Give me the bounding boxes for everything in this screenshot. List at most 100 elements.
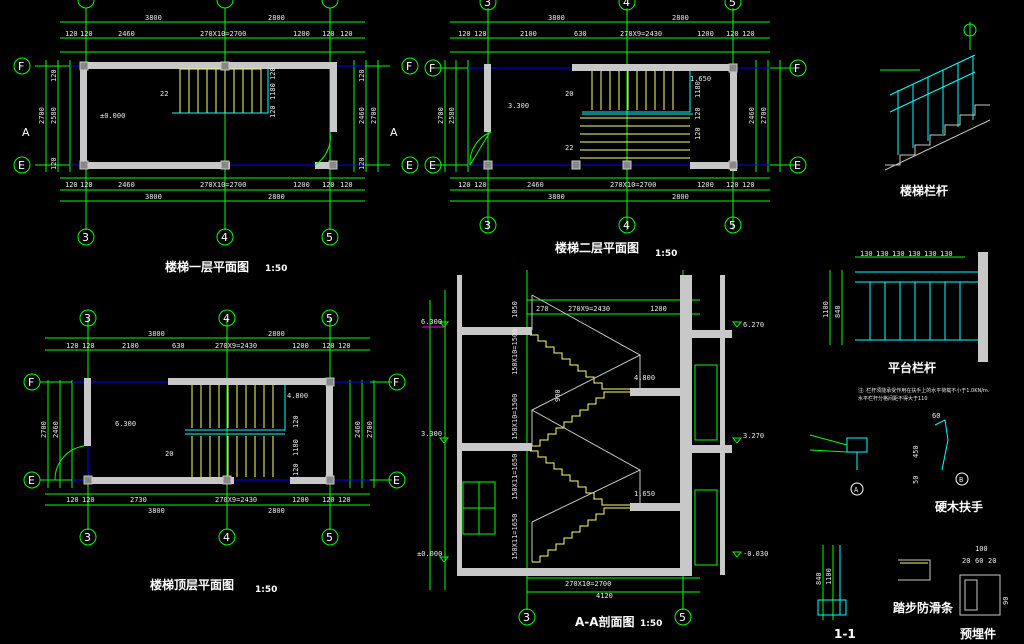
- plan3-axis-5-top-label: 5: [326, 312, 333, 325]
- section-dim-bot-1: 270X10=2700: [565, 580, 611, 588]
- section-level-right-1: 6.270: [743, 321, 764, 329]
- plan1-section-mark-right: A: [390, 126, 398, 139]
- plan2-dim-top-1: 120: [458, 30, 471, 38]
- plan1-dim-right-2: 120: [358, 157, 366, 170]
- plan3-dim-top-1: 120: [66, 342, 79, 350]
- section-title: A-A剖面图: [575, 614, 635, 629]
- plan2-dim-bot-4: 270X10=2700: [610, 181, 656, 189]
- plan2-axis-F-left-bubble: [424, 59, 442, 77]
- plan1-dim-top-total-1: 3800: [145, 14, 162, 22]
- stair-rail-detail: [880, 22, 991, 171]
- plan1-axis-E-right-label: E: [406, 159, 413, 172]
- plan1-dim-right-inner: 2460: [358, 107, 366, 124]
- section-dim-top-2: 270X9=2430: [568, 305, 610, 313]
- section-dim-bot-2: 4120: [596, 592, 613, 600]
- plan2-axis-3-bubble: [479, 216, 497, 234]
- plan3-dim-bot-4: 270X9=2430: [215, 496, 257, 504]
- plan3-dim-top-7: 120: [322, 342, 335, 350]
- plan3-axis-E-label: E: [28, 474, 35, 487]
- plan1-dim-top-3: 2460: [118, 30, 135, 38]
- platform-height-2: 840: [834, 305, 842, 318]
- handrail-title: 硬木扶手: [935, 499, 983, 514]
- plan1-dim-left-2: 120: [50, 157, 58, 170]
- plan2-scale: 1:50: [655, 249, 677, 259]
- plan2-dim-top-3: 2100: [520, 30, 537, 38]
- section-axis-5-label: 5: [679, 611, 686, 624]
- plan1-dim-top-7: 120: [340, 30, 353, 38]
- plan3-dim-bot-1: 120: [66, 496, 79, 504]
- plan1-dim-right-1: 120: [358, 69, 366, 82]
- plan1-dim-bot-2: 120: [80, 181, 93, 189]
- platform-dim-4: 130: [908, 250, 921, 258]
- marker-b-label: B: [959, 476, 963, 484]
- plan1-axis-3-top-bubble: [77, 0, 95, 9]
- plan2-axis-5-label: 5: [729, 219, 736, 232]
- section-dim-left-3: 150X10=1500: [511, 394, 519, 440]
- plan2-dim-bot-5: 1200: [697, 181, 714, 189]
- plan3-dim-bot-total-2: 2800: [268, 507, 285, 515]
- plan2-dim-bot-total-1: 3800: [548, 193, 565, 201]
- plan3-dim-top-5: 270X9=2430: [215, 342, 257, 350]
- section-dim-left-2: 150X10=1500: [511, 329, 519, 375]
- plan3-stair-inner-3: 120: [292, 463, 300, 476]
- plan1-dim-top-5: 1200: [293, 30, 310, 38]
- plan2-axis-5-bubble: [724, 216, 742, 234]
- plan2-dim-bot-2: 120: [474, 181, 487, 189]
- plan3-dim-top-8: 120: [338, 342, 351, 350]
- section-level-mid-1: 4.800: [634, 374, 655, 382]
- plan1-dim-bot-4: 270X10=2700: [200, 181, 246, 189]
- platform-rail-title: 平台栏杆: [888, 360, 936, 375]
- plan3-stair-inner-1: 120: [292, 415, 300, 428]
- plan3-dim-left-total: 2700: [40, 421, 48, 438]
- embed-dim-5: 90: [1002, 597, 1010, 605]
- platform-dim-5: 130: [924, 250, 937, 258]
- section-level-left-2: 3.300: [421, 430, 442, 438]
- section-dim-left-5: 150X11=1650: [511, 514, 519, 560]
- plan2-dim-bot-1: 120: [458, 181, 471, 189]
- plan3-level: 6.300: [115, 420, 136, 428]
- section-11-detail: [817, 545, 847, 620]
- marker-a-label: A: [854, 486, 859, 494]
- plan2-stair-inner-2: 120: [694, 107, 702, 120]
- plan3-dim-bot-3: 2730: [130, 496, 147, 504]
- plan2-axis-3-top-bubble: [479, 0, 497, 11]
- embed-title: 预埋件: [960, 626, 996, 641]
- embed-dim-3: 60: [975, 557, 983, 565]
- plan3-dim-left-inner: 2460: [52, 421, 60, 438]
- plan1-axis-4-bubble: [216, 228, 234, 246]
- plan1-axis-3-bubble: [77, 228, 95, 246]
- plan2-dim-bot-3: 2460: [527, 181, 544, 189]
- plan1-section-mark-left: A: [22, 126, 30, 139]
- plan3-dim-top-total-1: 3800: [148, 330, 165, 338]
- plan2-dim-bot-6: 120: [726, 181, 739, 189]
- plan3-axis-F-right-label: F: [393, 376, 399, 389]
- plan3-axis-F-left-bubble: [23, 373, 41, 391]
- plan1-dim-left-total: 2700: [38, 107, 46, 124]
- plan1-dim-bot-6: 120: [322, 181, 335, 189]
- plan1-dim-top-2: 120: [80, 30, 93, 38]
- plan2-dim-top-total-2: 2800: [672, 14, 689, 22]
- plan2-dim-right-total: 2700: [760, 107, 768, 124]
- plan1-stair-inner-1: 120: [269, 67, 277, 80]
- plan1-axis-4-label: 4: [221, 231, 228, 244]
- plan3-title: 楼梯顶层平面图: [150, 577, 234, 592]
- plan3-dim-top-2: 120: [82, 342, 95, 350]
- plan3-dim-bot-total-1: 3800: [148, 507, 165, 515]
- plan1-axis-F-label: F: [18, 60, 24, 73]
- platform-note-2: 水平栏杆分格间距不得大于110: [858, 395, 928, 402]
- plan3-axis-E-right-bubble: [388, 471, 406, 489]
- plan3-axis-F-right-bubble: [388, 373, 406, 391]
- plan2-stair-inner-1: 1180: [694, 81, 702, 98]
- plan3-dim-top-6: 1200: [292, 342, 309, 350]
- plan2-axis-E-left-bubble: [424, 156, 442, 174]
- plan3-dim-bot-5: 1200: [292, 496, 309, 504]
- embed-dim-1: 100: [975, 545, 988, 553]
- plan1-stair-inner-2: 1180: [269, 83, 277, 100]
- platform-dim-2: 130: [876, 250, 889, 258]
- plan2-axis-F-right-label: F: [794, 62, 800, 75]
- platform-note-1: 注: 栏杆须能承受作用在扶手上的水平荷载不小于1.0KN/m.: [858, 387, 990, 394]
- section-dim-left-4: 150X11=1650: [511, 454, 519, 500]
- plan3-axis-3-label: 3: [84, 531, 91, 544]
- plan2-axis-4-top-label: 4: [623, 0, 630, 9]
